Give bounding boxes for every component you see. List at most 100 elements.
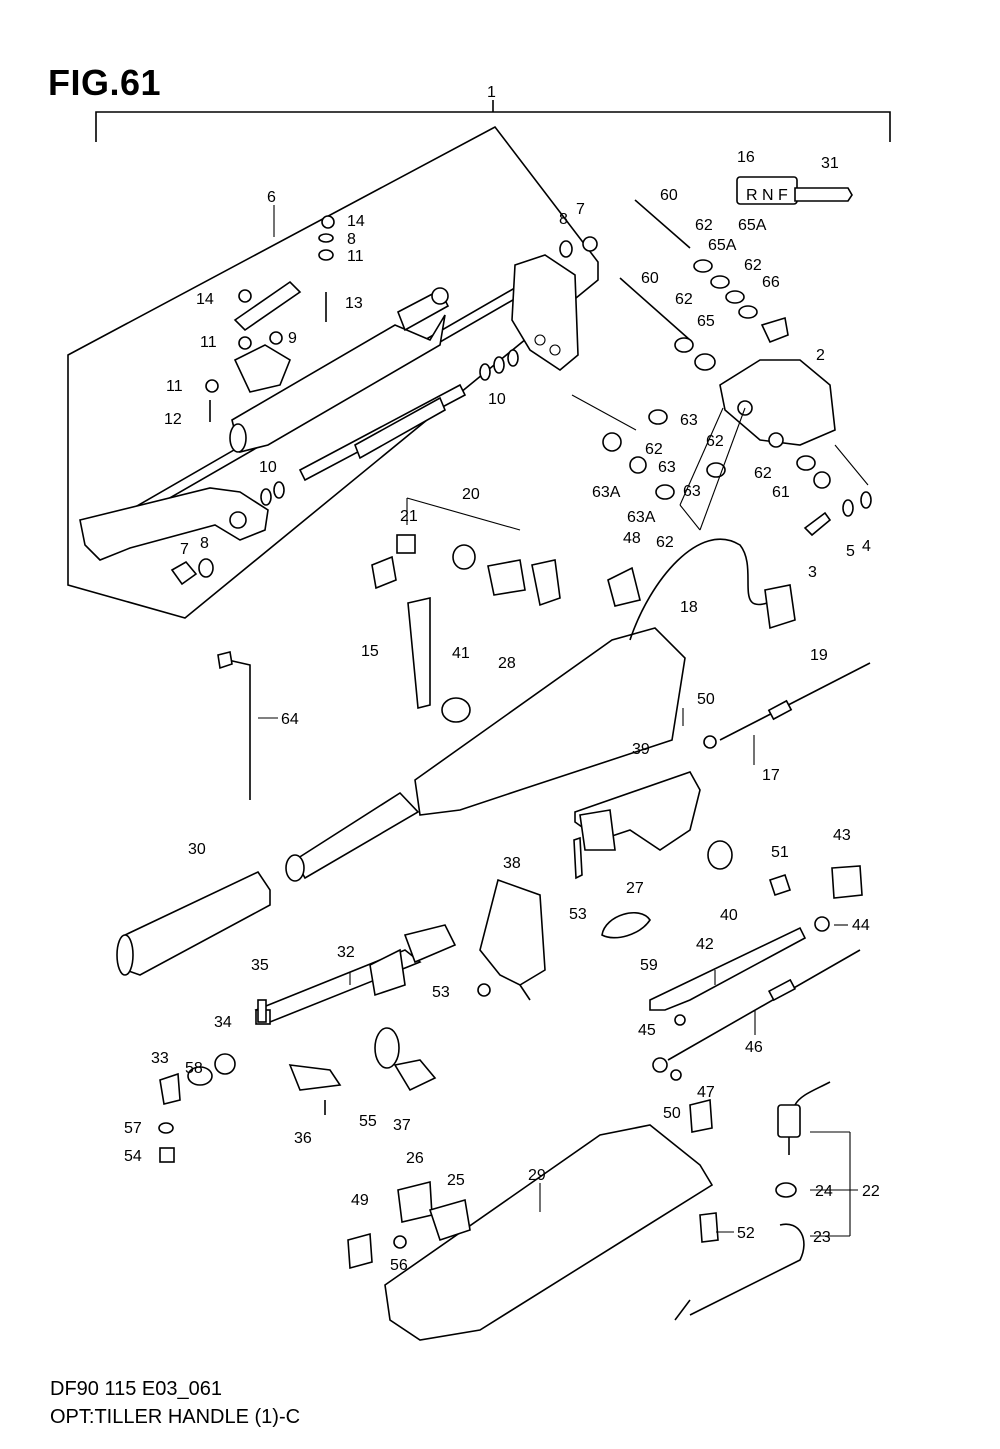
callout-59: 59 — [640, 957, 658, 974]
tiller-handle-body — [116, 497, 796, 976]
callout-63: 63 — [658, 459, 676, 476]
callout-8: 8 — [559, 211, 568, 228]
callout-61: 61 — [772, 484, 790, 501]
figure-title: FIG.61 — [48, 62, 162, 103]
callout-62: 62 — [754, 465, 772, 482]
callout-17: 17 — [762, 767, 780, 784]
callout-40: 40 — [720, 907, 738, 924]
callout-37: 37 — [393, 1117, 411, 1134]
callout-21: 21 — [400, 508, 418, 525]
callout-62: 62 — [695, 217, 713, 234]
callout-15: 15 — [361, 643, 379, 660]
callout-54: 54 — [124, 1148, 142, 1165]
callout-62: 62 — [645, 441, 663, 458]
callout-42: 42 — [696, 936, 714, 953]
callout-8: 8 — [200, 535, 209, 552]
callout-44: 44 — [852, 917, 870, 934]
diagram-code: DF90 115 E03_061 — [50, 1378, 222, 1400]
pin-64 — [217, 651, 251, 800]
callout-10: 10 — [259, 459, 277, 476]
callout-49: 49 — [351, 1192, 369, 1209]
assembly-bracket — [95, 100, 891, 142]
callout-60: 60 — [641, 270, 659, 287]
callout-20: 20 — [462, 486, 480, 503]
callout-9: 9 — [288, 330, 297, 347]
tiller-arm-shaft — [79, 215, 598, 586]
steering-bracket-group: R N F — [571, 176, 872, 537]
callout-34: 34 — [214, 1014, 232, 1031]
callout-28: 28 — [498, 655, 516, 672]
callout-6: 6 — [267, 189, 276, 206]
callout-64: 64 — [281, 711, 299, 728]
callout-63A: 63A — [592, 484, 621, 501]
callout-50: 50 — [663, 1105, 681, 1122]
throttle-shift-parts — [158, 662, 871, 1163]
callout-65A: 65A — [708, 237, 737, 254]
callout-48: 48 — [623, 530, 641, 547]
lower-bracket-29 — [347, 1081, 851, 1341]
callout-43: 43 — [833, 827, 851, 844]
callout-14: 14 — [196, 291, 214, 308]
callout-53: 53 — [569, 906, 587, 923]
callout-11: 11 — [166, 378, 183, 395]
callout-62: 62 — [706, 433, 724, 450]
callout-47: 47 — [697, 1084, 715, 1101]
callout-63: 63 — [680, 412, 698, 429]
callout-66: 66 — [762, 274, 780, 291]
callout-58: 58 — [185, 1060, 203, 1077]
callout-32: 32 — [337, 944, 355, 961]
callout-3: 3 — [808, 564, 817, 581]
diagram-caption: OPT:TILLER HANDLE (1)-C — [50, 1406, 301, 1428]
callout-labels: 1 6 14 8 11 14 13 11 9 11 12 10 10 7 8 8… — [124, 84, 880, 1274]
callout-27: 27 — [626, 880, 644, 897]
callout-56: 56 — [390, 1257, 408, 1274]
callout-2: 2 — [816, 347, 825, 364]
callout-36: 36 — [294, 1130, 312, 1147]
callout-38: 38 — [503, 855, 521, 872]
callout-51: 51 — [771, 844, 789, 861]
callout-62: 62 — [656, 534, 674, 551]
callout-25: 25 — [447, 1172, 465, 1189]
callout-10: 10 — [488, 391, 506, 408]
callout-33: 33 — [151, 1050, 169, 1067]
callout-16: 16 — [737, 149, 755, 166]
callout-63A: 63A — [627, 509, 656, 526]
callout-62: 62 — [744, 257, 762, 274]
callout-55: 55 — [359, 1113, 377, 1130]
callout-7: 7 — [576, 201, 585, 218]
callout-11: 11 — [200, 334, 217, 351]
callout-62: 62 — [675, 291, 693, 308]
callout-45: 45 — [638, 1022, 656, 1039]
callout-26: 26 — [406, 1150, 424, 1167]
subassembly-6-panel — [67, 125, 599, 619]
switch-plate-label: R N F — [746, 187, 788, 204]
callout-29: 29 — [528, 1167, 546, 1184]
callout-60: 60 — [660, 187, 678, 204]
callout-41: 41 — [452, 645, 470, 662]
callout-7: 7 — [180, 541, 189, 558]
callout-22: 22 — [862, 1183, 880, 1200]
callout-46: 46 — [745, 1039, 763, 1056]
callout-14: 14 — [347, 213, 365, 230]
callout-31: 31 — [821, 155, 839, 172]
callout-1: 1 — [487, 84, 496, 101]
callout-39: 39 — [632, 741, 650, 758]
callout-13: 13 — [345, 295, 363, 312]
callout-12: 12 — [164, 411, 182, 428]
callout-5: 5 — [846, 543, 855, 560]
callout-63: 63 — [683, 483, 701, 500]
callout-11: 11 — [347, 248, 364, 265]
callout-35: 35 — [251, 957, 269, 974]
callout-18: 18 — [680, 599, 698, 616]
callout-8: 8 — [347, 231, 356, 248]
callout-57: 57 — [124, 1120, 142, 1137]
callout-65: 65 — [697, 313, 715, 330]
leader-lines — [258, 708, 858, 1233]
callout-24: 24 — [815, 1183, 833, 1200]
callout-4: 4 — [862, 538, 871, 555]
callout-19: 19 — [810, 647, 828, 664]
callout-50: 50 — [697, 691, 715, 708]
callout-52: 52 — [737, 1225, 755, 1242]
